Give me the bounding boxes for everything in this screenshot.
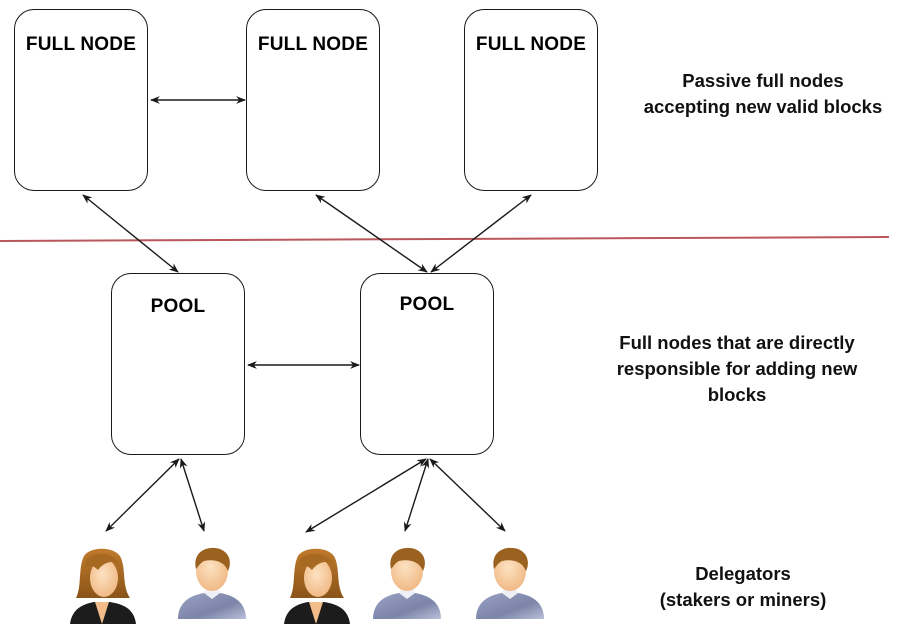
full-node-3: FULL NODE bbox=[464, 9, 598, 191]
caption-full-nodes: Passive full nodes accepting new valid b… bbox=[610, 68, 916, 120]
caption-line: (stakers or miners) bbox=[659, 589, 827, 610]
caption-pools: Full nodes that are directly responsible… bbox=[584, 330, 890, 408]
arrow-pool2-delegator4 bbox=[403, 458, 430, 532]
full-node-label: FULL NODE bbox=[475, 34, 587, 55]
full-node-label: FULL NODE bbox=[257, 34, 369, 55]
full-node-2: FULL NODE bbox=[246, 9, 380, 191]
full-node-label: FULL NODE bbox=[25, 34, 137, 55]
arrow-pool1-delegator2 bbox=[179, 458, 206, 532]
caption-line: Passive full nodes bbox=[682, 70, 844, 91]
caption-line: accepting new valid blocks bbox=[643, 96, 883, 117]
arrow-fullnode2-pool2 bbox=[315, 194, 428, 273]
caption-line: responsible for adding new bbox=[616, 358, 858, 379]
caption-line: blocks bbox=[707, 384, 767, 405]
pool-label: POOL bbox=[150, 296, 206, 317]
arrow-pool1-delegator1 bbox=[105, 458, 180, 532]
caption-delegators: Delegators (stakers or miners) bbox=[590, 561, 896, 613]
woman-avatar-icon bbox=[284, 548, 350, 624]
caption-line: Delegators bbox=[695, 563, 791, 584]
man-avatar-icon bbox=[178, 547, 246, 619]
tier-separator-line bbox=[0, 236, 890, 242]
arrow-fullnode1-pool1 bbox=[82, 194, 179, 273]
man-avatar-icon bbox=[476, 547, 544, 619]
arrow-fullnode3-pool2 bbox=[430, 194, 532, 273]
arrow-pool2-delegator5 bbox=[429, 458, 506, 532]
full-node-1: FULL NODE bbox=[14, 9, 148, 191]
woman-avatar-icon bbox=[70, 548, 136, 624]
man-avatar-icon bbox=[373, 547, 441, 619]
caption-line: Full nodes that are directly bbox=[619, 332, 855, 353]
pool-label: POOL bbox=[399, 294, 455, 315]
pool-2: POOL bbox=[360, 273, 494, 455]
pool-1: POOL bbox=[111, 273, 245, 455]
